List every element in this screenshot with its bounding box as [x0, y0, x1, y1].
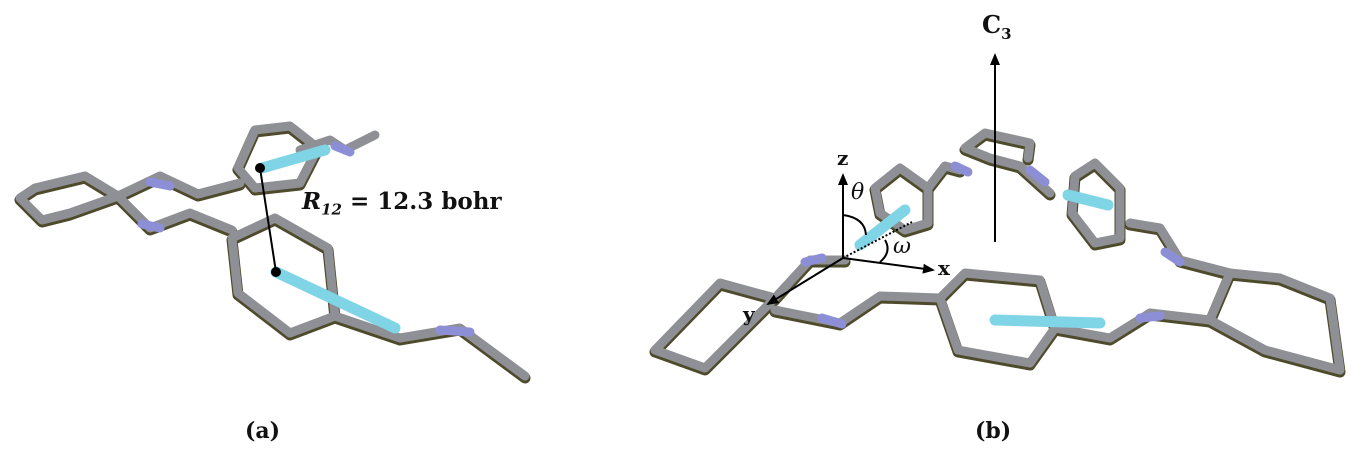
distance-label: R12 = 12.3 bohr: [302, 188, 502, 219]
omega-angle-label: ω: [893, 234, 911, 259]
molecular-axis: [842, 221, 913, 259]
c3-axis-label: C3: [982, 10, 1012, 43]
z-axis-label: z: [837, 146, 849, 170]
molecule-b: [649, 128, 1346, 378]
theta-arc: [842, 214, 867, 236]
x-axis-arrow: [842, 257, 935, 274]
y-axis-label: y: [743, 302, 755, 326]
x-axis-label: x: [938, 256, 950, 280]
panel-b-caption: (b): [975, 418, 1012, 444]
axes-b: [766, 53, 1000, 306]
theta-angle-label: θ: [851, 180, 865, 205]
molecule-a: [14, 121, 531, 384]
omega-arc: [879, 239, 889, 263]
panel-a-caption: (a): [245, 418, 281, 444]
y-axis-arrow: [766, 257, 844, 306]
